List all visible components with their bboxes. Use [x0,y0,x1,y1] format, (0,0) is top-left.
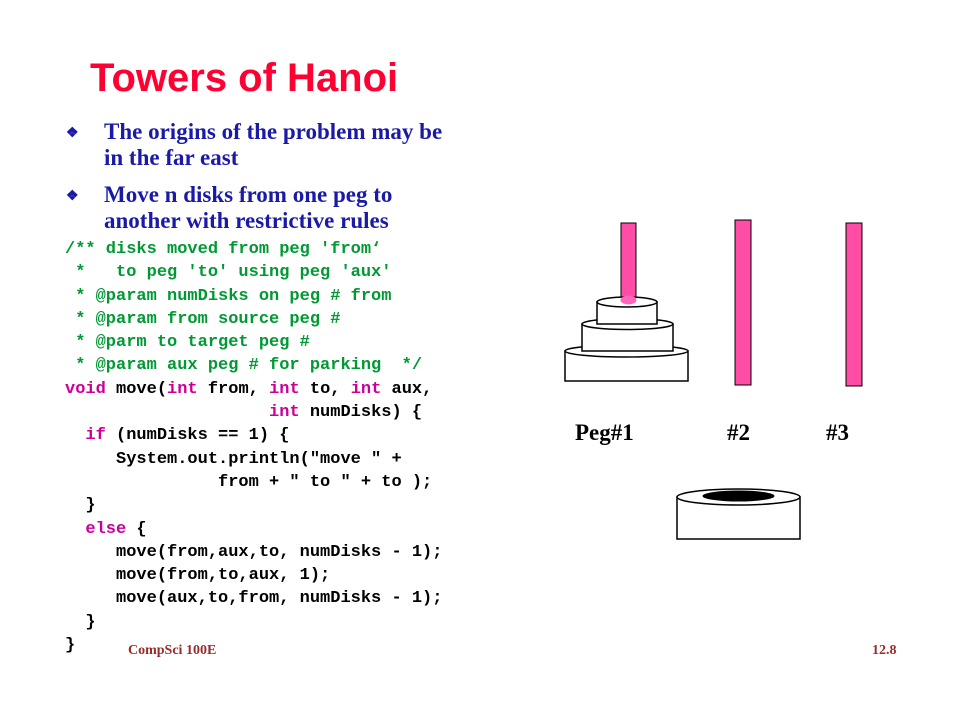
code-comment: * @param numDisks on peg # from [65,286,392,306]
code-line: if (numDisks == 1) { [65,424,442,447]
peg-1 [620,222,637,304]
peg-label-2: #2 [727,420,750,445]
code-keyword: if [85,426,106,446]
code-text: to, [299,379,351,399]
code-keyword: int [167,379,198,399]
code-text: System.out.println("move " + [65,449,402,469]
code-line: move(from,to,aux, 1); [65,564,442,587]
footer-page-number: 12.8 [872,643,897,658]
code-line: * @param from source peg # [65,308,442,331]
code-text: } [65,612,96,632]
code-text: numDisks) { [299,403,423,423]
code-line: * @param aux peg # for parking */ [65,354,442,377]
peg-label-3: #3 [826,420,849,445]
peg-2 [734,219,752,386]
code-keyword: int [269,379,300,399]
code-text: move(from,aux,to, numDisks - 1); [65,542,443,562]
code-line: /** disks moved from peg 'from‘ [65,238,442,261]
code-comment: * to peg 'to' using peg 'aux' [65,263,392,283]
bullet-line: The origins of the problem may be [104,119,443,144]
code-text: move( [105,379,168,399]
code-text: (numDisks == 1) { [105,426,290,446]
peg-label-1: Peg#1 [575,420,634,445]
footer-course: CompSci 100E [128,643,217,658]
code-line: int numDisks) { [65,401,442,424]
code-line: } [65,611,442,634]
peg-1-tip [620,295,637,305]
code-comment: * @param aux peg # for parking */ [65,356,423,376]
code-keyword: int [350,379,382,399]
bullet-line: Move n disks from one peg to [104,182,393,207]
bullet-line: another with restrictive rules [104,208,389,233]
code-comment: * @parm to target peg # [65,333,310,353]
code-line: * @parm to target peg # [65,331,442,354]
slide-title: Towers of Hanoi [90,56,399,100]
code-line: * to peg 'to' using peg 'aux' [65,261,442,284]
code-line: move(aux,to,from, numDisks - 1); [65,587,442,610]
moving-disk-hole [702,490,775,502]
code-keyword: void [65,379,106,399]
code-text: aux, [381,379,433,399]
code-line: } [65,494,442,517]
diamond-bullet-icon: ❖ [66,126,79,141]
code-line: * @param numDisks on peg # from [65,285,442,308]
code-line: else { [65,518,442,541]
code-line: } [65,634,442,657]
code-text: { [126,519,147,539]
code-comment: /** disks moved from peg 'from‘ [65,240,382,259]
code-keyword: else [85,519,127,539]
code-line: System.out.println("move " + [65,448,442,471]
code-text: } [65,636,76,656]
code-keyword: int [269,403,300,423]
code-listing: /** disks moved from peg 'from‘ * to peg… [65,238,442,657]
code-text: move(aux,to,from, numDisks - 1); [65,589,443,609]
code-line: void move(int from, int to, int aux, [65,378,442,401]
code-text: } [65,496,96,516]
code-text: move(from,to,aux, 1); [65,566,331,586]
bullet-line: in the far east [104,145,239,170]
code-line: from + " to " + to ); [65,471,442,494]
code-line: move(from,aux,to, numDisks - 1); [65,541,442,564]
diamond-bullet-icon: ❖ [66,189,79,204]
code-text: from, [197,379,270,399]
code-text: from + " to " + to ); [65,472,433,492]
code-comment: * @param from source peg # [65,309,341,329]
peg-3 [845,222,863,387]
